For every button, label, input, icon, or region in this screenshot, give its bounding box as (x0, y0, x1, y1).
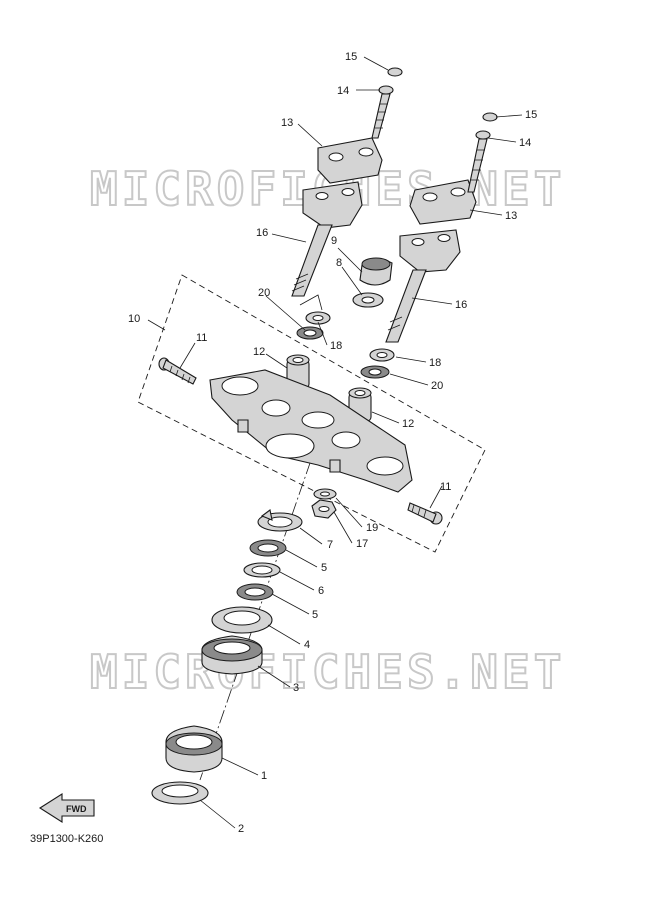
upper-bearing (201, 635, 263, 675)
upper-bracket-assembly-frame (137, 274, 486, 553)
part-callouts: 15 14 13 16 9 8 10 11 20 18 12 15 14 13 … (128, 51, 537, 835)
callout-2: 2 (238, 823, 244, 835)
callout-8: 8 (336, 257, 342, 269)
callout-11: 11 (196, 332, 207, 344)
callout-20-right: 20 (431, 380, 443, 392)
callout-18: 18 (330, 340, 342, 352)
right-washer-set (360, 348, 395, 379)
lower-bearing (165, 725, 223, 773)
right-pinch-bolt (407, 502, 443, 525)
callout-14-right: 14 (519, 137, 531, 149)
leader-lines (147, 56, 523, 829)
lock-washer (257, 509, 303, 532)
forward-arrow-icon: FWD (38, 792, 95, 824)
bearing-cover (211, 606, 273, 634)
left-pinch-bolt (158, 357, 197, 385)
callout-6: 6 (318, 585, 324, 597)
callout-10: 10 (128, 313, 140, 325)
callout-5-lower: 5 (312, 609, 318, 621)
callout-3: 3 (293, 682, 299, 694)
left-washer-set (296, 294, 331, 340)
callout-12: 12 (253, 346, 265, 358)
lower-ring-nut (236, 583, 274, 601)
lower-washer (313, 488, 337, 500)
watermark-bottom: MICROFICHES.NET (90, 645, 565, 699)
callout-16-right: 16 (455, 299, 467, 311)
callout-14: 14 (337, 85, 349, 97)
cap-nut (359, 257, 393, 286)
right-bolt (467, 112, 498, 193)
callout-15-right: 15 (525, 109, 537, 121)
callout-18-right: 18 (429, 357, 441, 369)
callout-11-right: 11 (440, 481, 451, 493)
washer-upper (352, 292, 384, 308)
callout-20: 20 (258, 287, 270, 299)
dust-seal (151, 781, 209, 805)
upper-ring-nut (249, 539, 287, 557)
right-handlebar-holder (385, 179, 477, 343)
upper-bracket (209, 369, 413, 493)
callout-15: 15 (345, 51, 357, 63)
callout-4: 4 (304, 639, 310, 651)
lower-nut (311, 499, 337, 519)
callout-16: 16 (256, 227, 268, 239)
fwd-label: FWD (66, 804, 87, 814)
callout-5-upper: 5 (321, 562, 327, 574)
callout-17: 17 (356, 538, 368, 550)
callout-13: 13 (281, 117, 293, 129)
callout-12-right: 12 (402, 418, 414, 430)
drawing-code: 39P1300-K260 (30, 833, 103, 845)
callout-19: 19 (366, 522, 378, 534)
left-bolt (371, 67, 403, 139)
callout-9: 9 (331, 235, 337, 247)
center-washer (243, 562, 281, 578)
callout-7: 7 (327, 539, 333, 551)
left-handlebar-holder (291, 137, 383, 297)
callout-13-right: 13 (505, 210, 517, 222)
callout-1: 1 (261, 770, 267, 782)
